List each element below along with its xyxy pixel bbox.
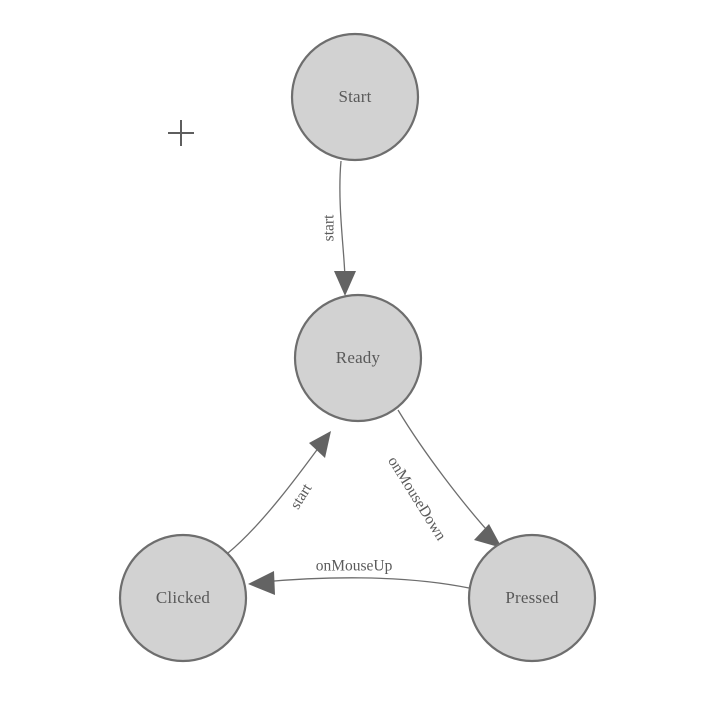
node-circle[interactable] bbox=[467, 533, 597, 663]
node-circle[interactable] bbox=[293, 293, 423, 423]
arrowhead-icon bbox=[248, 571, 275, 595]
arrowhead-icon bbox=[474, 524, 502, 548]
edge-pressed-to-clicked[interactable]: onMouseUp bbox=[248, 558, 470, 595]
edge-ready-to-pressed[interactable]: onMouseDown bbox=[384, 409, 502, 548]
edge-path[interactable] bbox=[227, 442, 323, 554]
node-clicked[interactable]: Clicked bbox=[118, 533, 248, 663]
node-circle[interactable] bbox=[118, 533, 248, 663]
node-circle[interactable] bbox=[290, 32, 420, 162]
node-pressed[interactable]: Pressed bbox=[467, 533, 597, 663]
edge-path[interactable] bbox=[397, 409, 495, 539]
node-label: Pressed bbox=[505, 588, 559, 607]
node-label: Ready bbox=[336, 348, 381, 367]
arrowhead-icon bbox=[309, 431, 331, 458]
edge-label-onmouseup: onMouseUp bbox=[316, 558, 393, 575]
arrowhead-icon bbox=[334, 271, 356, 296]
edge-label-start: start bbox=[321, 214, 338, 241]
node-label: Clicked bbox=[156, 588, 211, 607]
edge-label-onmousedown: onMouseDown bbox=[384, 453, 449, 543]
node-start[interactable]: Start bbox=[290, 32, 420, 162]
node-label: Start bbox=[338, 87, 371, 106]
edge-path[interactable] bbox=[261, 577, 470, 589]
edge-start-to-ready[interactable]: start bbox=[321, 160, 356, 296]
edge-clicked-to-ready[interactable]: start bbox=[227, 431, 331, 554]
plus-marker-icon bbox=[168, 120, 194, 146]
edge-path[interactable] bbox=[339, 160, 346, 282]
nodes-group: Start Ready Clicked Pressed bbox=[118, 32, 597, 663]
node-ready[interactable]: Ready bbox=[293, 293, 423, 423]
